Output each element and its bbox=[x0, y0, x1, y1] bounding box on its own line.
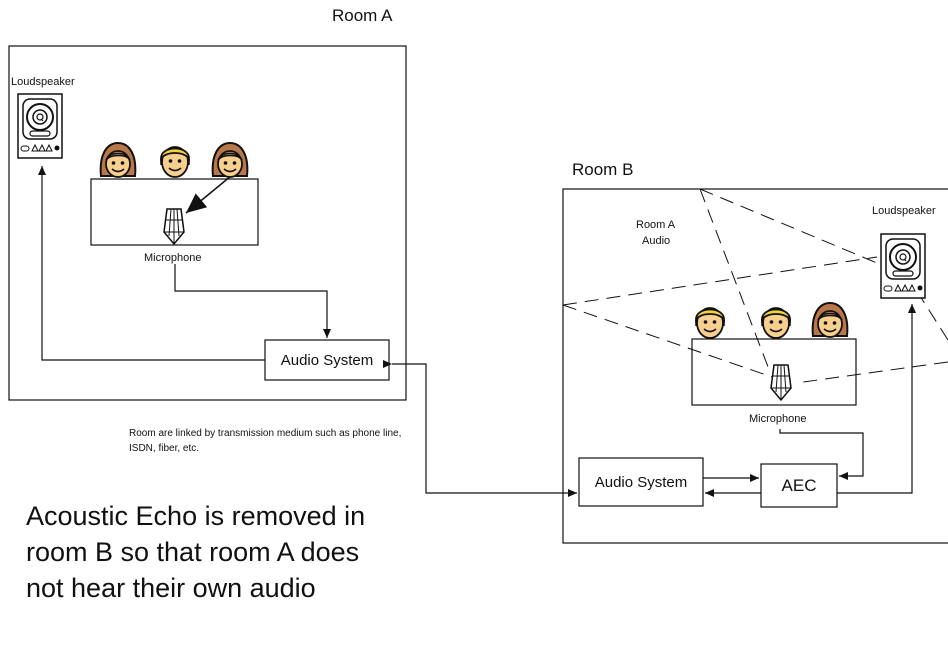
room-b-person-1-icon bbox=[695, 307, 725, 339]
room-a-person-1-icon bbox=[99, 142, 137, 178]
room-a-audio-to-speaker-line bbox=[38, 166, 265, 361]
transmission-link-line bbox=[383, 360, 577, 497]
room-a-person-3-icon bbox=[211, 142, 249, 178]
room-a-person-2-icon bbox=[160, 146, 190, 178]
room-b-echo-label-line2: Audio bbox=[642, 235, 671, 247]
echo-paths bbox=[562, 188, 948, 384]
room-a-title: Room A bbox=[332, 6, 393, 25]
room-b-mic-to-aec-line bbox=[779, 429, 864, 480]
room-b-audio-system-box bbox=[578, 457, 704, 507]
room-a-frame bbox=[8, 45, 407, 401]
room-b-loudspeaker-label: Loudspeaker bbox=[872, 205, 936, 217]
room-b-person-3-icon bbox=[811, 302, 849, 338]
room-a-loudspeaker-icon bbox=[17, 93, 63, 159]
caption: Acoustic Echo is removed in room B so th… bbox=[26, 501, 366, 603]
link-note: Room are linked by transmission medium s… bbox=[129, 428, 402, 454]
room-b-aec-to-speaker-line bbox=[837, 304, 916, 494]
room-b-echo-label-line1: Room A bbox=[636, 219, 676, 231]
room-a-voice-to-mic-arrow bbox=[185, 175, 232, 214]
room-a-microphone-label: Microphone bbox=[144, 252, 202, 264]
room-a-loudspeaker-label: Loudspeaker bbox=[11, 76, 75, 88]
room-b-title: Room B bbox=[572, 160, 634, 179]
room-a-mic-to-audio-line bbox=[174, 264, 331, 338]
room-a-audio-system-label: Audio System bbox=[280, 351, 374, 369]
room-b-microphone-label: Microphone bbox=[749, 413, 807, 425]
aec-box bbox=[760, 463, 838, 508]
room-b-person-2-icon bbox=[761, 307, 791, 339]
room-b-loudspeaker-icon bbox=[880, 233, 926, 299]
room-b-audio-system-label: Audio System bbox=[594, 473, 688, 491]
aec-label: AEC bbox=[781, 475, 817, 495]
